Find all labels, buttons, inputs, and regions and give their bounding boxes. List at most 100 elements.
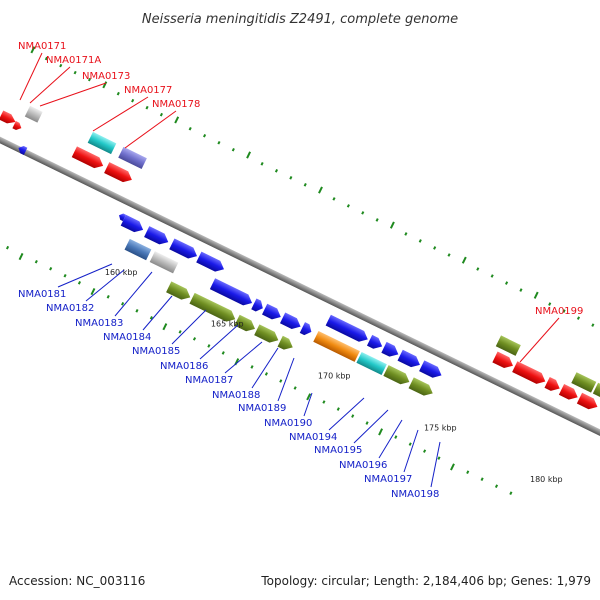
leader-line <box>92 96 149 132</box>
gene-feature[interactable] <box>251 298 265 313</box>
gene-feature[interactable] <box>87 131 117 155</box>
gene-label-bottom[interactable]: NMA0194 <box>289 432 337 443</box>
gene-label-bottom[interactable]: NMA0198 <box>391 489 439 500</box>
gene-feature[interactable] <box>196 251 226 275</box>
gene-feature[interactable] <box>124 238 152 261</box>
gene-feature[interactable] <box>325 314 371 345</box>
gene-feature[interactable] <box>166 281 193 302</box>
gene-feature[interactable] <box>356 352 387 376</box>
leader-line <box>519 317 560 363</box>
gene-label-bottom[interactable]: NMA0195 <box>314 445 362 456</box>
gene-feature[interactable] <box>397 349 423 370</box>
gene-feature[interactable] <box>571 372 597 393</box>
gene-feature[interactable] <box>512 361 548 387</box>
topology-text: Topology: circular; Length: 2,184,406 bp… <box>261 574 591 588</box>
gene-feature[interactable] <box>383 365 412 387</box>
gene-label-bottom[interactable]: NMA0185 <box>132 346 180 357</box>
gene-feature[interactable] <box>381 341 401 360</box>
gene-label-bottom[interactable]: NMA0182 <box>46 303 94 314</box>
map-title: Neisseria meningitidis Z2491, complete g… <box>142 12 458 27</box>
gene-label-bottom[interactable]: NMA0189 <box>238 403 286 414</box>
gene-label-top[interactable]: NMA0173 <box>82 71 130 82</box>
gene-label-top[interactable]: NMA0178 <box>152 99 200 110</box>
gene-feature[interactable] <box>313 330 360 362</box>
gene-label-top[interactable]: NMA0199 <box>535 306 583 317</box>
kbp-label: 170 kbp <box>318 372 351 381</box>
tick-mark <box>318 186 323 194</box>
gene-feature[interactable] <box>576 392 600 413</box>
gene-label-bottom[interactable]: NMA0188 <box>212 390 260 401</box>
tick-mark <box>44 56 48 61</box>
gene-feature[interactable] <box>0 110 18 126</box>
gene-label-bottom[interactable]: NMA0187 <box>185 375 233 386</box>
tick-mark <box>408 442 412 446</box>
gene-feature[interactable] <box>277 335 296 353</box>
gene-label-bottom[interactable]: NMA0181 <box>18 289 66 300</box>
tick-mark <box>106 295 110 299</box>
tick-mark <box>203 133 207 138</box>
gene-feature[interactable] <box>17 144 28 155</box>
tick-mark <box>221 351 225 355</box>
tick-mark <box>162 323 168 331</box>
tick-mark <box>303 183 307 187</box>
gene-feature[interactable] <box>209 278 255 308</box>
gene-feature[interactable] <box>262 303 283 323</box>
gene-label-top[interactable]: NMA0171A <box>46 55 101 66</box>
gene-feature[interactable] <box>558 383 580 403</box>
gene-feature[interactable] <box>419 360 444 380</box>
gene-label-top[interactable]: NMA0171 <box>18 41 66 52</box>
gene-feature[interactable] <box>495 335 521 356</box>
gene-label-top[interactable]: NMA0177 <box>124 85 172 96</box>
leader-line <box>328 397 365 431</box>
gene-feature[interactable] <box>169 238 199 261</box>
tick-mark <box>131 98 135 103</box>
gene-feature[interactable] <box>104 162 134 185</box>
tick-mark <box>365 421 369 425</box>
tick-mark <box>533 291 539 299</box>
gene-feature[interactable] <box>299 322 314 337</box>
gene-feature[interactable] <box>24 105 43 123</box>
tick-mark <box>192 337 197 341</box>
tick-mark <box>466 470 470 474</box>
tick-mark <box>145 105 149 110</box>
tick-mark <box>207 344 211 348</box>
gene-feature[interactable] <box>118 212 126 222</box>
tick-mark <box>375 218 379 222</box>
tick-mark <box>231 147 235 152</box>
genome-backbone <box>0 128 600 450</box>
gene-feature[interactable] <box>120 214 146 235</box>
gene-label-bottom[interactable]: NMA0183 <box>75 318 123 329</box>
tick-mark <box>178 330 182 334</box>
gene-label-bottom[interactable]: NMA0186 <box>160 361 208 372</box>
leader-line <box>303 392 313 417</box>
gene-feature[interactable] <box>492 351 515 372</box>
tick-mark <box>418 239 422 243</box>
gene-feature[interactable] <box>279 312 303 333</box>
gene-feature[interactable] <box>544 376 562 394</box>
gene-feature[interactable] <box>149 251 179 274</box>
tick-mark <box>394 435 398 439</box>
accession-text: Accession: NC_003116 <box>9 574 146 588</box>
gene-feature[interactable] <box>408 377 436 398</box>
gene-feature[interactable] <box>254 324 281 345</box>
tick-mark <box>461 256 467 264</box>
tick-mark <box>505 281 509 285</box>
gene-feature[interactable] <box>234 314 257 335</box>
tick-mark <box>90 288 96 296</box>
tick-mark <box>293 386 297 390</box>
leader-line <box>430 441 441 488</box>
gene-feature[interactable] <box>144 226 171 247</box>
gene-label-bottom[interactable]: NMA0184 <box>103 332 151 343</box>
gene-feature[interactable] <box>366 334 385 352</box>
gene-label-bottom[interactable]: NMA0196 <box>339 460 387 471</box>
tick-mark <box>135 309 139 313</box>
gene-feature[interactable] <box>189 292 237 325</box>
tick-mark <box>217 140 221 145</box>
gene-label-bottom[interactable]: NMA0190 <box>264 418 312 429</box>
gene-feature[interactable] <box>118 146 147 170</box>
gene-feature[interactable] <box>71 146 106 171</box>
gene-feature[interactable] <box>12 121 23 132</box>
gene-label-bottom[interactable]: NMA0197 <box>364 474 412 485</box>
tick-mark <box>264 372 268 376</box>
